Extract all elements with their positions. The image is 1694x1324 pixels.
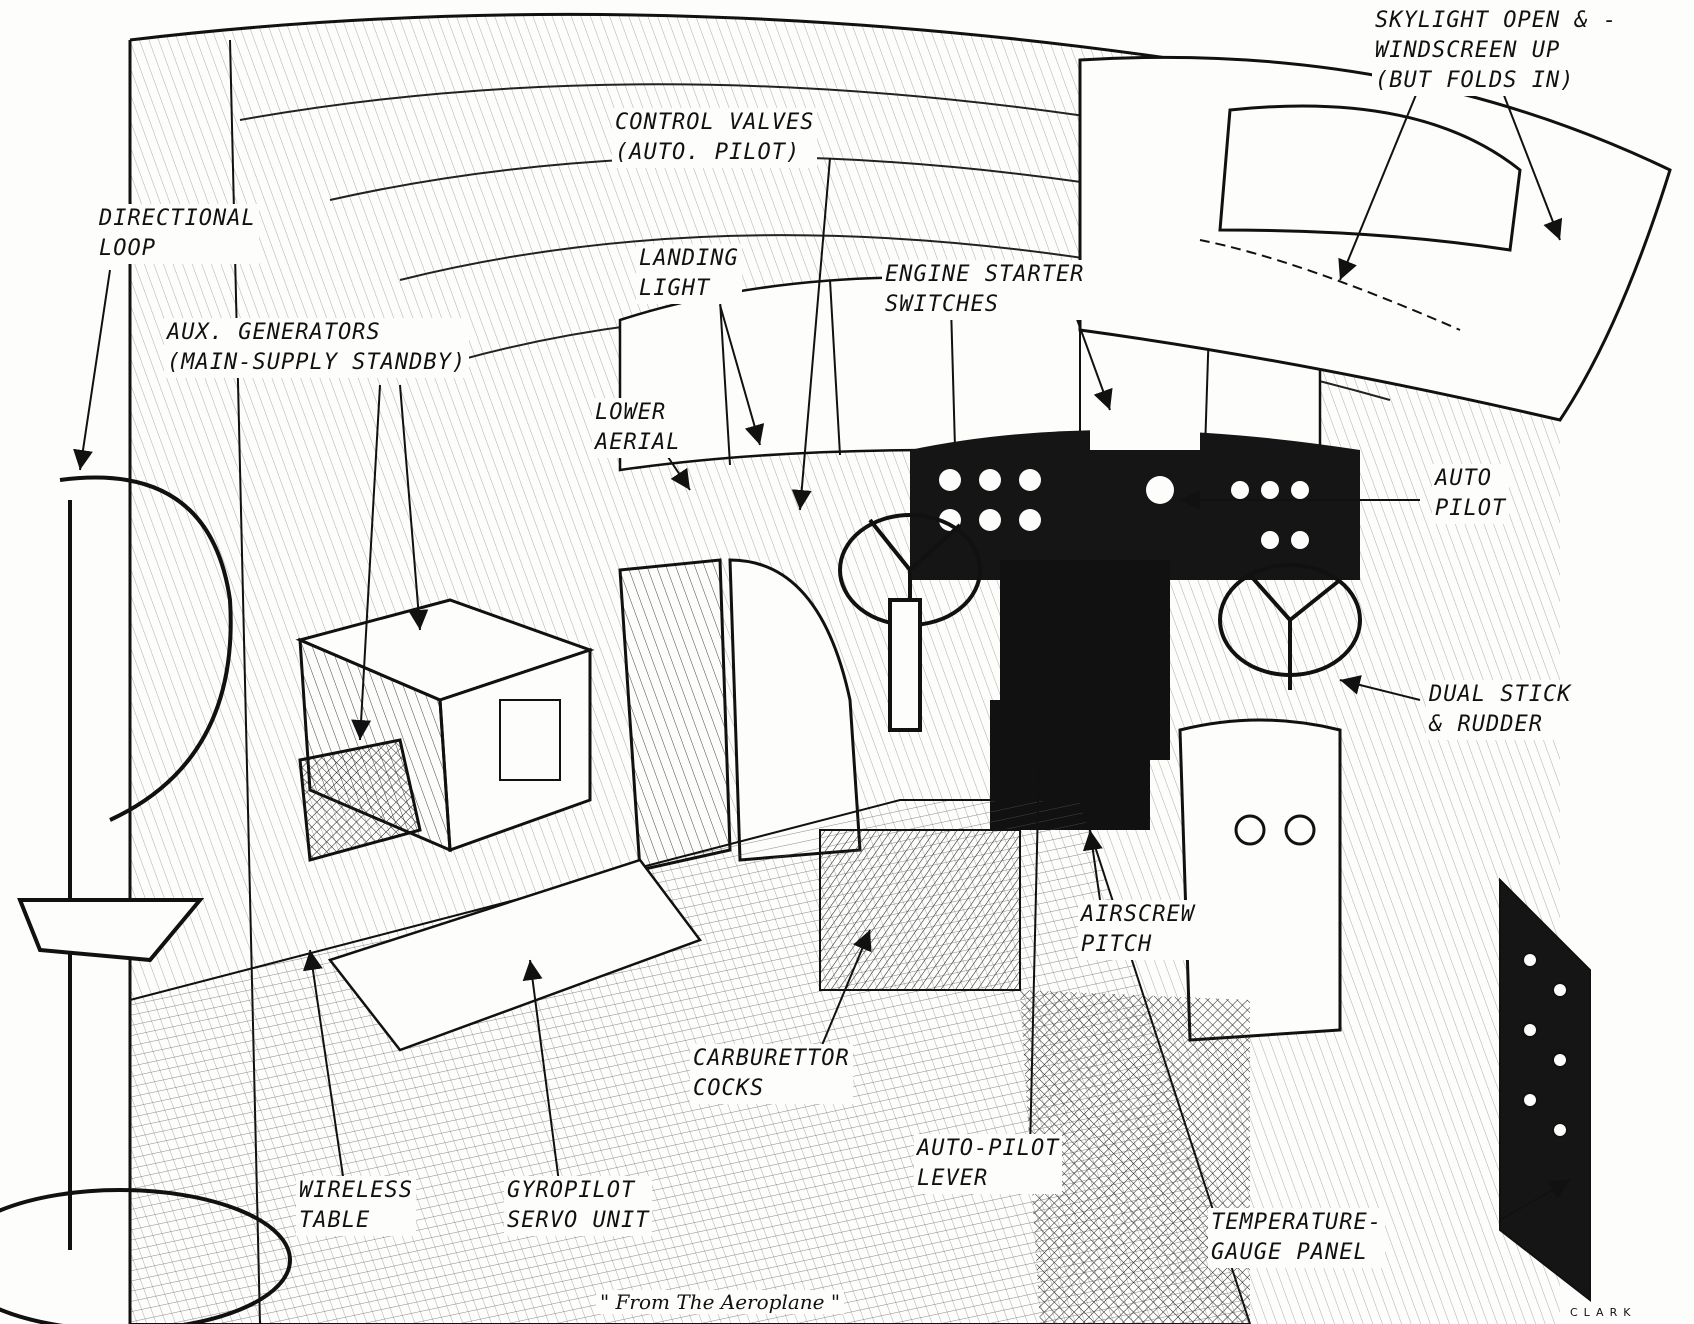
leader-lines — [73, 84, 1571, 1221]
label-airscrew-pitch: AIRSCREW PITCH — [1078, 900, 1198, 960]
artist-signature: CLARK — [1570, 1306, 1637, 1319]
aux-generator-box — [295, 598, 595, 862]
label-directional-loop: DIRECTIONAL LOOP — [96, 204, 259, 264]
label-temperature-gauge-panel: TEMPERATURE- GAUGE PANEL — [1208, 1208, 1385, 1268]
label-auto-pilot-lever: AUTO-PILOT LEVER — [914, 1134, 1063, 1194]
label-aux-generators: AUX. GENERATORS (MAIN-SUPPLY STANDBY) — [164, 318, 470, 378]
label-landing-light: LANDING LIGHT — [636, 244, 742, 304]
label-wireless-table: WIRELESS TABLE — [296, 1176, 416, 1236]
label-control-valves: CONTROL VALVES (AUTO. PILOT) — [612, 108, 818, 168]
label-carburettor-cocks: CARBURETTOR COCKS — [690, 1044, 853, 1104]
label-dual-stick-rudder: DUAL STICK & RUDDER — [1426, 680, 1575, 740]
label-engine-starter-switches: ENGINE STARTER SWITCHES — [882, 260, 1088, 320]
label-skylight: SKYLIGHT OPEN & - WINDSCREEN UP (BUT FOL… — [1372, 6, 1621, 96]
pilot-seats — [618, 558, 1342, 1042]
temperature-gauge-panel — [1499, 877, 1591, 1303]
instrument-panel — [910, 420, 1360, 830]
credit-line: " From The Aeroplane " — [596, 1290, 845, 1314]
control-wheels — [838, 513, 1362, 732]
directional-loop — [0, 475, 292, 1324]
label-auto-pilot: AUTO PILOT — [1432, 464, 1510, 524]
label-gyropilot-servo-unit: GYROPILOT SERVO UNIT — [504, 1176, 653, 1236]
label-lower-aerial: LOWER AERIAL — [592, 398, 684, 458]
